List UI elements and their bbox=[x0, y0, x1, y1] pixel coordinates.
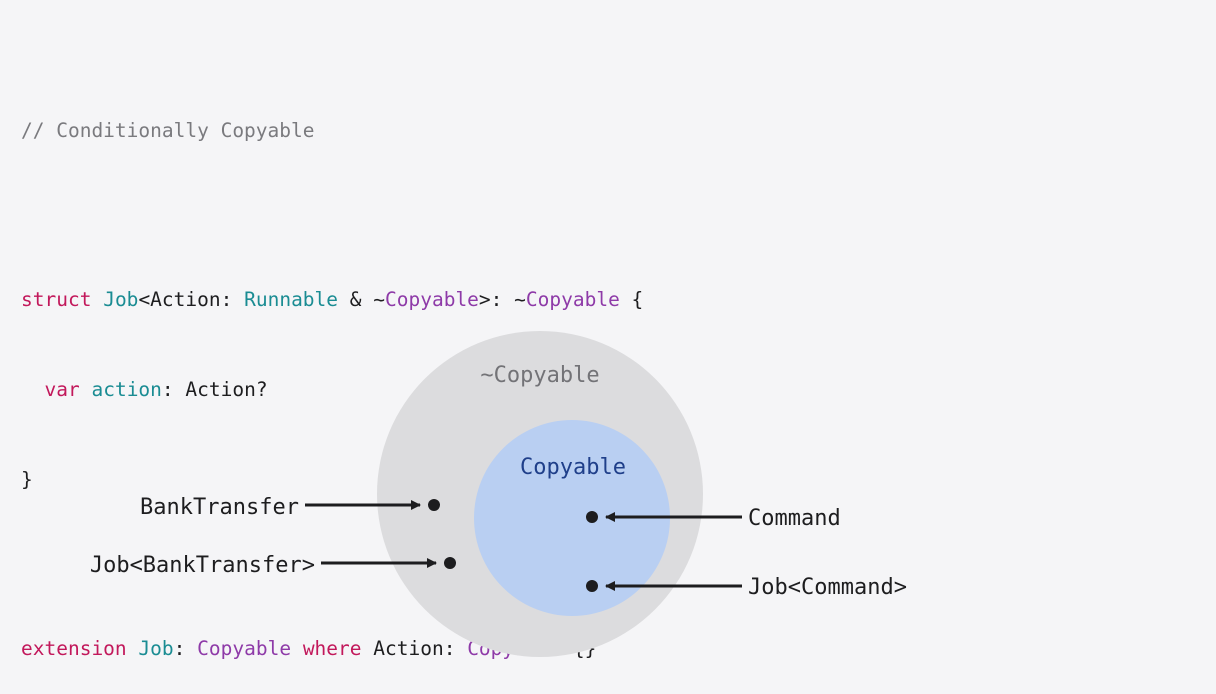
keyword-var: var bbox=[44, 378, 80, 401]
generic-action: <Action: bbox=[138, 288, 245, 311]
job-bank-transfer-dot bbox=[444, 557, 456, 569]
bank-transfer-label: BankTransfer bbox=[140, 495, 299, 520]
type-job: Job bbox=[103, 288, 139, 311]
protocol-copyable: Copyable bbox=[525, 288, 620, 311]
code-block: // Conditionally Copyable struct Job<Act… bbox=[21, 56, 643, 694]
inner-set-label: Copyable bbox=[520, 455, 626, 480]
code-comment: // Conditionally Copyable bbox=[21, 119, 315, 142]
job-bank-transfer-label: Job<BankTransfer> bbox=[90, 553, 315, 578]
protocol-runnable: Runnable bbox=[244, 288, 339, 311]
code-comment-line: // Conditionally Copyable bbox=[21, 116, 643, 146]
code-var-line: var action: Action? bbox=[21, 375, 643, 405]
type-job: Job bbox=[138, 637, 174, 660]
ampersand-tilde: & ~ bbox=[338, 288, 385, 311]
action-type: : Action? bbox=[161, 378, 268, 401]
keyword-extension: extension bbox=[21, 637, 127, 660]
colon: : bbox=[173, 637, 198, 660]
outer-set-label: ~Copyable bbox=[480, 363, 599, 388]
keyword-where: where bbox=[302, 637, 362, 660]
job-command-label: Job<Command> bbox=[748, 575, 907, 600]
action-constraint: Action: bbox=[373, 637, 468, 660]
command-label: Command bbox=[748, 506, 841, 531]
keyword-struct: struct bbox=[21, 288, 92, 311]
code-struct-line: struct Job<Action: Runnable & ~Copyable>… bbox=[21, 285, 643, 315]
command-dot bbox=[586, 511, 598, 523]
open-brace: { bbox=[619, 288, 644, 311]
property-action: action bbox=[91, 378, 162, 401]
generic-close: >: ~ bbox=[478, 288, 526, 311]
bank-transfer-dot bbox=[428, 499, 440, 511]
close-brace: } bbox=[21, 468, 33, 491]
protocol-copyable: Copyable bbox=[385, 288, 479, 311]
job-command-dot bbox=[586, 580, 598, 592]
copyable-set-circle bbox=[474, 420, 670, 616]
protocol-copyable: Copyable bbox=[197, 637, 292, 660]
code-close-line: } bbox=[21, 465, 643, 495]
